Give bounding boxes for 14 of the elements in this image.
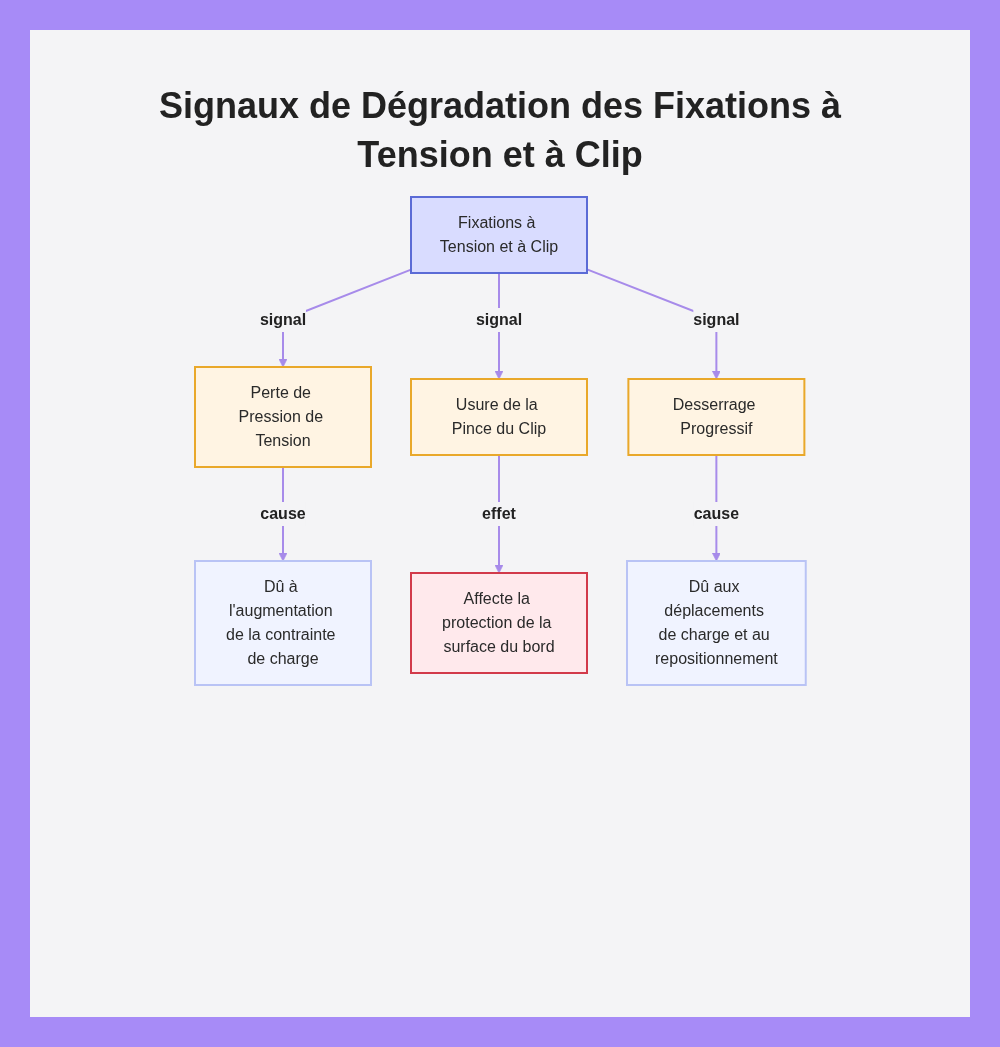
node-box: Desserrage Progressif xyxy=(627,378,805,457)
node-box: Dû à l'augmentation de la contrainte de charge xyxy=(193,560,372,687)
diagram-title: Signaux de Dégradation des Fixations à Tension et à Clip xyxy=(157,84,843,177)
node-box: Usure de la Pince du Clip xyxy=(409,378,588,457)
edge-label: effet xyxy=(481,505,516,523)
edge-label: signal xyxy=(692,311,740,329)
node-box: Perte de Pression de Tension xyxy=(193,366,372,469)
edge-label: cause xyxy=(693,505,739,523)
edge-label: cause xyxy=(259,505,306,523)
node-box: Affecte la protection de la surface du bord xyxy=(409,572,588,675)
node-box: Dû aux déplacements de charge et au repositionnement xyxy=(625,560,807,687)
edge-label: signal xyxy=(475,311,522,329)
node-box: Fixations à Tension et à Clip xyxy=(409,196,588,275)
edge-label: signal xyxy=(259,311,306,329)
